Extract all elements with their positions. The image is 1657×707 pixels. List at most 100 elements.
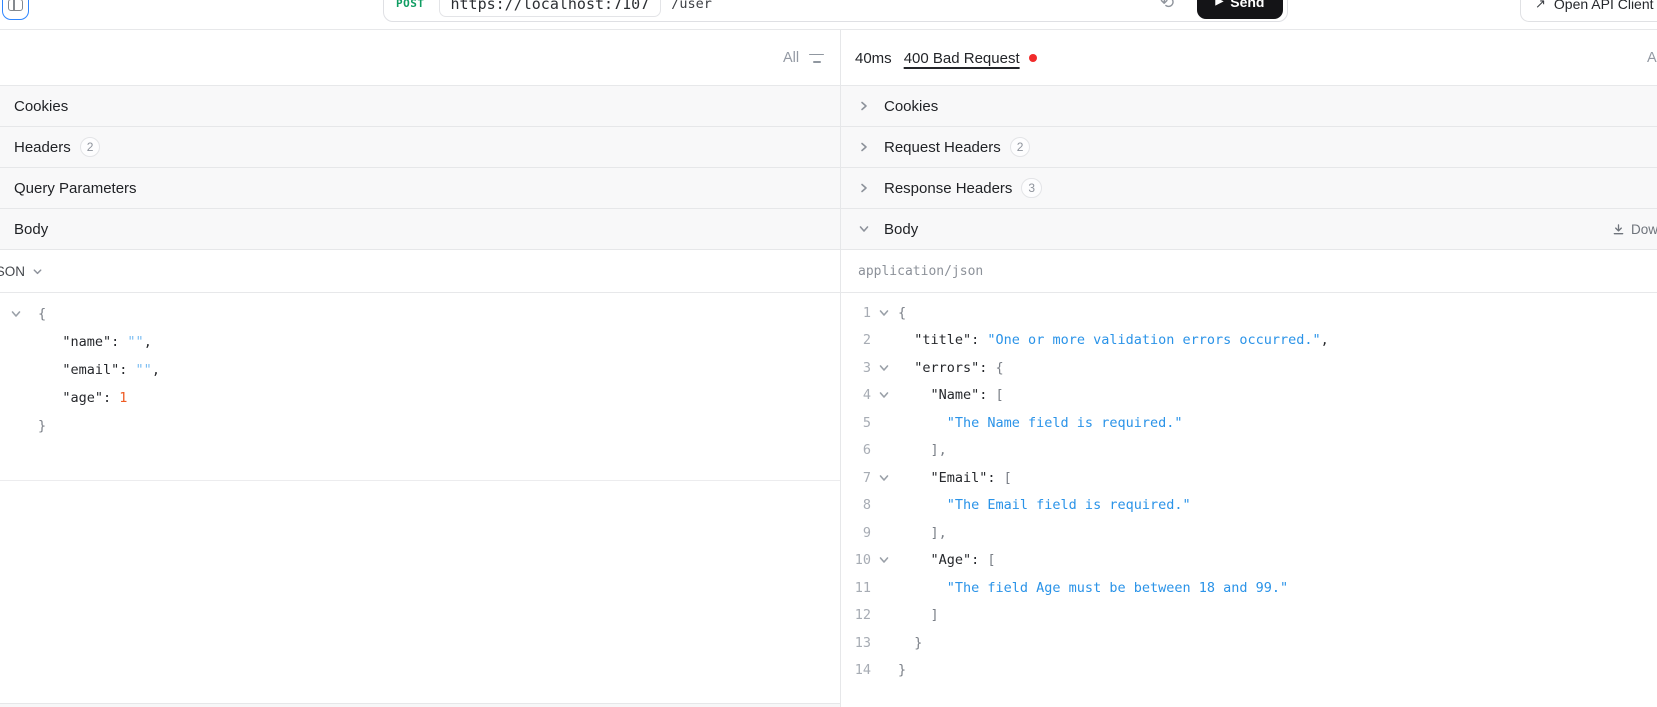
section-label: Cookies <box>14 97 69 115</box>
response-body-subbar: application/json <box>841 250 1657 293</box>
request-filter-button[interactable]: All <box>783 30 825 86</box>
external-link-icon: ↗ <box>1535 0 1546 11</box>
code-line-3[interactable]: "email": "", <box>0 356 840 384</box>
response-duration: 40ms <box>855 49 892 67</box>
count-badge: 2 <box>1009 137 1031 157</box>
line-number: 13 <box>854 634 871 651</box>
section-label: Response Headers <box>884 179 1013 197</box>
code-line-5[interactable]: 5 "The Name field is required." <box>841 409 1657 437</box>
code-line-2[interactable]: "name": "", <box>0 328 840 356</box>
chevron-right-icon <box>858 141 870 153</box>
fold-chevron-icon[interactable] <box>871 307 897 319</box>
code-text: "email": "", <box>38 362 160 378</box>
code-line-4[interactable]: 4 "Name": [ <box>841 382 1657 410</box>
code-line-13[interactable]: 13 } <box>841 629 1657 657</box>
code-line-3[interactable]: 3 "errors": { <box>841 354 1657 382</box>
request-panel-footer <box>0 703 840 707</box>
code-line-11[interactable]: 11 "The field Age must be between 18 and… <box>841 574 1657 602</box>
request-section-query-parameters[interactable]: Query Parameters <box>0 168 840 209</box>
chevron-down-icon <box>858 223 870 235</box>
chevron-right-icon <box>858 182 870 194</box>
response-section-cookies[interactable]: Cookies <box>841 86 1657 127</box>
line-number: 3 <box>862 359 871 376</box>
code-line-4[interactable]: "age": 1 <box>0 384 840 412</box>
code-line-1[interactable]: { <box>0 300 840 328</box>
download-label: Download <box>1631 222 1657 237</box>
line-number: 5 <box>862 414 871 431</box>
code-text: "Name": [ <box>898 387 1004 404</box>
line-number: 1 <box>862 304 871 321</box>
play-icon: ▶ <box>1215 0 1224 7</box>
code-text: ], <box>898 524 947 541</box>
fold-chevron-icon[interactable] <box>871 389 897 401</box>
code-text: } <box>38 418 47 434</box>
code-text: } <box>898 662 907 679</box>
download-button[interactable]: Download <box>1612 209 1657 250</box>
status-error-dot <box>1028 54 1037 62</box>
history-icon[interactable]: ⟲ <box>1159 0 1175 12</box>
section-label: Cookies <box>884 97 939 115</box>
code-line-1[interactable]: 1{ <box>841 299 1657 327</box>
code-line-8[interactable]: 8 "The Email field is required." <box>841 492 1657 520</box>
code-line-6[interactable]: 6 ], <box>841 437 1657 465</box>
line-number: 14 <box>854 662 871 679</box>
fold-chevron-icon[interactable] <box>8 308 24 320</box>
line-number: 11 <box>854 579 871 596</box>
toolbar: POST https://localhost:7107 /user ⟲ ▶ Se… <box>0 0 1657 30</box>
line-number: 10 <box>854 552 871 569</box>
response-section-request-headers[interactable]: Request Headers 2 <box>841 127 1657 168</box>
code-text: "age": 1 <box>38 390 128 406</box>
send-button[interactable]: ▶ Send <box>1197 0 1283 19</box>
response-meta: 40ms 400 Bad Request <box>855 30 1037 86</box>
count-badge: 2 <box>79 137 101 157</box>
code-text: "title": "One or more validation errors … <box>898 332 1329 349</box>
request-section-cookies[interactable]: Cookies <box>0 86 840 127</box>
code-line-9[interactable]: 9 ], <box>841 519 1657 547</box>
sidebar-panel-icon <box>8 0 23 11</box>
request-section-body[interactable]: Body <box>0 209 840 250</box>
fold-chevron-icon[interactable] <box>871 554 897 566</box>
code-line-5[interactable]: } <box>0 412 840 440</box>
section-label: Request Headers <box>884 138 1001 156</box>
code-text: "The field Age must be between 18 and 99… <box>898 579 1289 596</box>
response-filter-label: All <box>1647 50 1657 66</box>
chevron-right-icon <box>858 100 870 112</box>
code-line-7[interactable]: 7 "Email": [ <box>841 464 1657 492</box>
response-status-link[interactable]: 400 Bad Request <box>903 49 1020 67</box>
base-url-input[interactable]: https://localhost:7107 <box>438 0 662 17</box>
response-filter-button[interactable]: All <box>1647 30 1657 86</box>
content-type-label: application/json <box>858 263 984 279</box>
address-bar[interactable]: POST https://localhost:7107 /user <box>383 0 1288 22</box>
request-filter-label: All <box>783 50 800 66</box>
code-line-12[interactable]: 12 ] <box>841 602 1657 630</box>
line-number: 2 <box>862 332 871 349</box>
request-body-editor[interactable]: { "name": "", "email": "", "age": 1} <box>0 300 840 440</box>
open-api-client-label: Open API Client <box>1553 0 1654 12</box>
code-text: { <box>898 304 907 321</box>
body-format-select[interactable]: JSON <box>0 264 43 279</box>
request-body-subbar: JSON <box>0 250 840 293</box>
code-line-2[interactable]: 2 "title": "One or more validation error… <box>841 327 1657 355</box>
code-text: "The Name field is required." <box>898 414 1183 431</box>
code-text: } <box>898 634 923 651</box>
line-number: 8 <box>862 497 871 514</box>
path-input[interactable]: /user <box>671 0 712 12</box>
response-section-body[interactable]: BodyDownload <box>841 209 1657 250</box>
sidebar-toggle-button[interactable] <box>2 0 29 20</box>
code-text: ] <box>898 607 939 624</box>
code-line-14[interactable]: 14} <box>841 657 1657 685</box>
http-method-badge[interactable]: POST <box>396 0 425 10</box>
line-number: 7 <box>862 469 871 486</box>
line-number: 9 <box>862 524 871 541</box>
fold-chevron-icon[interactable] <box>871 362 897 374</box>
panel-divider[interactable] <box>840 30 841 707</box>
request-editor-border <box>0 480 840 481</box>
code-line-10[interactable]: 10 "Age": [ <box>841 547 1657 575</box>
open-api-client-button[interactable]: ↗ Open API Client <box>1520 0 1657 22</box>
fold-chevron-icon[interactable] <box>871 472 897 484</box>
response-body-viewer[interactable]: 1{2 "title": "One or more validation err… <box>841 299 1657 684</box>
